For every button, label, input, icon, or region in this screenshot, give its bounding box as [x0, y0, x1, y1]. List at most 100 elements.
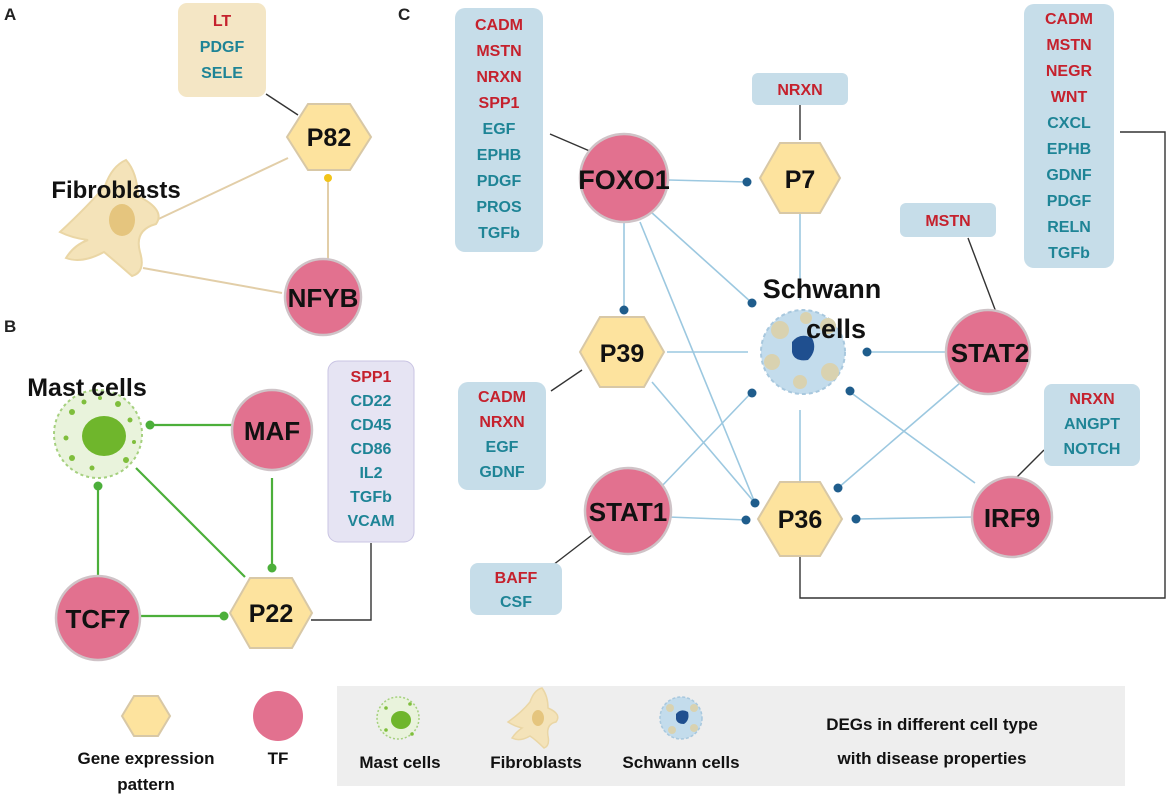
legend-description-line1: DEGs in different cell type — [826, 715, 1038, 734]
edge-nfyb-fibroblasts — [142, 267, 283, 294]
p39-gene-box — [458, 382, 546, 490]
edge-end-dot — [747, 298, 757, 308]
edge-stat1-schwann — [659, 391, 753, 489]
gene-label: TGFb — [478, 225, 520, 242]
gene-label: PDGF — [477, 173, 522, 190]
foxo1-gene-box — [455, 8, 543, 252]
edge-stat2-p36 — [837, 382, 961, 489]
tf-circle-stat2: STAT2 — [944, 308, 1032, 396]
panel-a-edges — [142, 93, 332, 294]
edge-foxo1-p36 — [639, 221, 756, 504]
edge-stat1-p36 — [667, 516, 748, 521]
edge-p82-genes — [265, 93, 299, 116]
gene-label: NRXN — [1069, 391, 1114, 408]
edge-end-dot — [145, 420, 155, 430]
gene-label: EPHB — [1047, 141, 1091, 158]
gene-label: MSTN — [476, 43, 521, 60]
gene-label: CADM — [1045, 11, 1093, 28]
gene-label: MSTN — [925, 213, 970, 230]
legend-mast-cell-icon — [376, 696, 420, 740]
legend-pattern-hexagon — [120, 695, 172, 737]
edge-end-dot — [742, 177, 752, 187]
gene-label: PDGF — [1047, 193, 1092, 210]
tf-label: TCF7 — [66, 604, 131, 634]
gene-label: NRXN — [476, 69, 521, 86]
gene-label: CXCL — [1047, 115, 1091, 132]
edge-end-dot — [219, 611, 229, 621]
edge-foxo1-p7 — [668, 179, 748, 183]
pattern-hexagon-p82: P82 — [285, 103, 373, 171]
gene-label: SPP1 — [351, 369, 392, 386]
panel-b-edges — [93, 420, 372, 621]
edge-end-dot — [747, 388, 757, 398]
mast-cell-icon — [53, 389, 143, 479]
gene-label: PDGF — [200, 39, 245, 56]
stat1-gene-box — [470, 563, 562, 615]
legend-schwann-cell-icon — [659, 696, 703, 740]
edge-irf9-genes — [1015, 449, 1045, 479]
schwann-label-line1: Schwann — [763, 274, 882, 304]
edge-end-dot — [741, 515, 751, 525]
gene-label: GDNF — [479, 464, 525, 481]
edge-end-dot — [833, 483, 843, 493]
legend-pattern-label-line1: Gene expression — [77, 749, 214, 768]
mast-cells-label: Mast cells — [27, 374, 147, 402]
legend-schwann-label: Schwann cells — [622, 753, 739, 772]
p82-gene-box — [178, 3, 266, 97]
tf-label: MAF — [244, 416, 300, 446]
edge-end-dot — [851, 514, 861, 524]
legend-cell-types-panel — [337, 686, 1125, 786]
fibroblasts-label: Fibroblasts — [51, 177, 180, 204]
legend: Gene expression pattern TF Mast cells Fi… — [77, 686, 1125, 794]
gene-label: TGFb — [350, 489, 392, 506]
irf9-gene-box — [1044, 384, 1140, 466]
gene-label: NEGR — [1046, 63, 1093, 80]
tf-label: STAT2 — [951, 338, 1029, 368]
gene-label: CADM — [478, 389, 526, 406]
stat2-gene-box — [900, 203, 996, 237]
tf-label: NFYB — [288, 283, 359, 313]
gene-label: ANGPT — [1064, 416, 1120, 433]
gene-label: RELN — [1047, 219, 1091, 236]
pattern-label: P82 — [307, 124, 351, 152]
edge-end-dot — [267, 563, 277, 573]
gene-label: EGF — [483, 121, 516, 138]
p7-gene-box — [752, 73, 848, 105]
legend-pattern-label-line2: pattern — [117, 775, 175, 794]
legend-tf-label: TF — [268, 749, 289, 768]
pattern-hexagon-p39: P39 — [578, 316, 666, 388]
edge-stat1-genes — [552, 534, 593, 566]
gene-label: GDNF — [1046, 167, 1092, 184]
gene-label: CD22 — [351, 393, 392, 410]
stat1-gene-list: BAFF CSF — [495, 570, 538, 611]
legend-fibroblast-icon — [506, 687, 559, 749]
edge-p82-fibroblasts — [149, 157, 289, 224]
gene-label: MSTN — [1046, 37, 1091, 54]
edge-mast-p22 — [135, 467, 246, 578]
foxo1-gene-list: CADM MSTN NRXN SPP1 EGF EPHB PDGF PROS T… — [475, 17, 523, 242]
edge-end-dot — [324, 174, 332, 182]
pattern-label: P22 — [249, 600, 293, 628]
legend-fibroblasts-label: Fibroblasts — [490, 753, 582, 772]
gene-label: EGF — [486, 439, 519, 456]
gene-label: EPHB — [477, 147, 521, 164]
legend-tf-circle — [253, 691, 303, 741]
edge-p39-genes — [550, 369, 583, 392]
gene-label: WNT — [1051, 89, 1088, 106]
gene-label: LT — [213, 13, 232, 30]
gene-label: TGFb — [1048, 245, 1090, 262]
pattern-label: P39 — [600, 340, 644, 368]
edge-foxo1-genes — [549, 133, 593, 153]
gene-label: CSF — [500, 594, 532, 611]
gene-label: NOTCH — [1064, 441, 1121, 458]
irf9-gene-list: NRXN ANGPT NOTCH — [1064, 391, 1121, 458]
fibroblast-icon — [58, 158, 160, 278]
edge-end-dot — [619, 305, 629, 315]
tf-circle-maf: MAF — [230, 388, 314, 472]
edge-irf9-schwann — [849, 391, 976, 484]
p36-gene-list: CADM MSTN NEGR WNT CXCL EPHB GDNF PDGF R… — [1045, 11, 1093, 262]
gene-label: CD45 — [351, 417, 392, 434]
gene-label: VCAM — [347, 513, 394, 530]
gene-label: SPP1 — [479, 95, 520, 112]
